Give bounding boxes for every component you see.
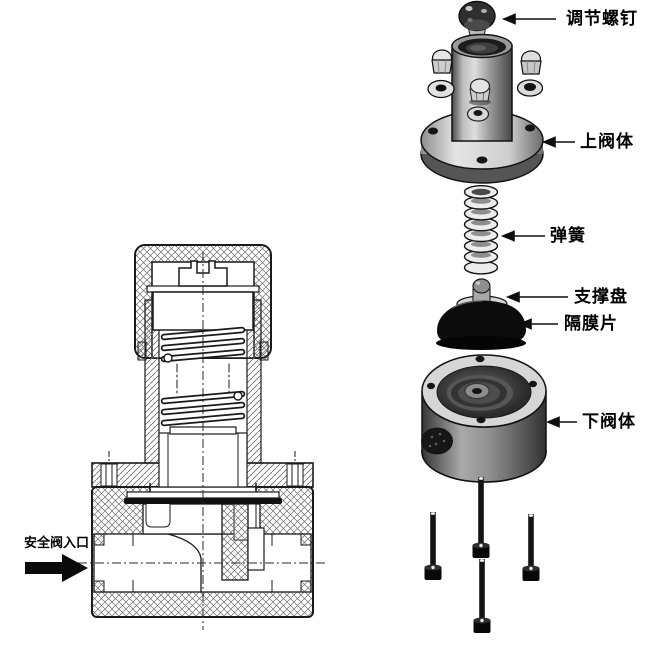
bolt-top-center (472, 477, 490, 558)
diaphragm-part (436, 300, 526, 350)
bolts-part (424, 477, 540, 633)
label-spring: 弹簧 (550, 226, 586, 245)
bolt-left (424, 512, 442, 580)
bolt-bottom-center (473, 559, 491, 633)
label-diaphragm: 隔膜片 (564, 314, 618, 333)
upper-valve-body-part (420, 33, 544, 184)
inlet-arrow-icon (25, 554, 88, 582)
cross-section-centerlines (78, 252, 325, 630)
cross-section-lower-body (91, 486, 314, 618)
exploded-view (420, 0, 577, 633)
label-lower-valve-body: 下阀体 (582, 412, 636, 431)
label-adjustment-screw: 调节螺钉 (566, 9, 638, 28)
spring-part (463, 184, 499, 275)
lower-valve-body-part (421, 354, 547, 483)
label-support-plate: 支撑盘 (574, 287, 628, 306)
label-upper-valve-body: 上阀体 (580, 132, 634, 151)
pointer-arrows (500, 13, 577, 428)
label-inlet: 安全阀入口 (24, 535, 90, 550)
bolt-right (522, 514, 540, 581)
cross-section-view (78, 244, 325, 630)
